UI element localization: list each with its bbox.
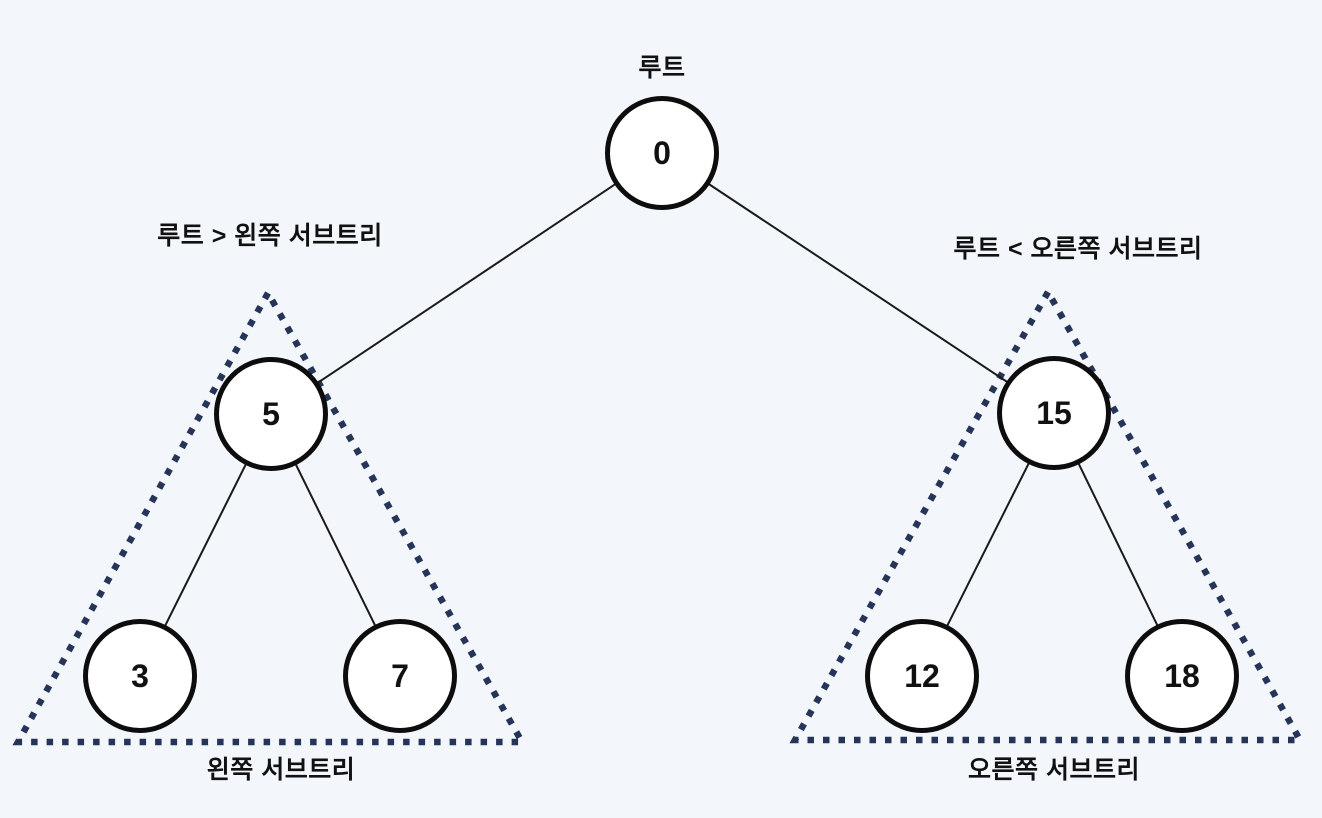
tree-node-root: 0 — [605, 96, 719, 210]
right-rule-label: 루트 < 오른쪽 서브트리 — [953, 235, 1203, 263]
tree-node-left-right: 7 — [343, 619, 457, 733]
edge-root-to-right — [661, 152, 1055, 414]
left-subtree-label: 왼쪽 서브트리 — [206, 756, 356, 784]
left-rule-label: 루트 > 왼쪽 서브트리 — [157, 222, 383, 250]
left-subtree-triangle — [12, 286, 528, 746]
tree-node-left: 5 — [214, 357, 328, 471]
tree-node-left-left: 3 — [83, 619, 197, 733]
right-subtree-triangle — [789, 285, 1306, 744]
tree-node-right-left: 12 — [865, 619, 979, 733]
tree-node-right: 15 — [997, 356, 1111, 470]
tree-node-right-right: 18 — [1125, 619, 1239, 733]
edge-root-to-left — [270, 152, 663, 415]
right-subtree-label: 오른쪽 서브트리 — [968, 756, 1140, 784]
root-label: 루트 — [638, 54, 686, 82]
